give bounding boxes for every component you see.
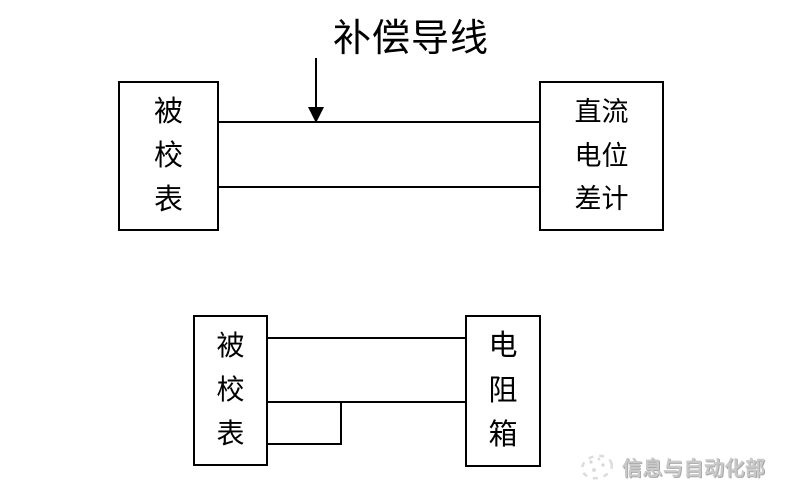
box-label-line: 校 [216, 374, 245, 406]
wire-top-lower [217, 186, 541, 188]
box-dc-potentiometer: 直流 电位 差计 [539, 81, 664, 231]
compensation-wire-label: 补偿导线 [333, 18, 490, 60]
box-label-line: 直流 [574, 97, 629, 128]
down-arrow-head-icon [308, 107, 324, 123]
watermark-logo-icon [580, 454, 614, 480]
watermark-text: 信息与自动化部 [622, 457, 766, 480]
box-label-line: 电位 [574, 140, 629, 171]
wire-top-upper [217, 121, 541, 123]
box-label-line: 被 [153, 95, 183, 128]
wire-bottom-upper [266, 337, 467, 339]
box-meter-under-test-bottom: 被 校 表 [193, 315, 268, 466]
box-meter-under-test-top: 被 校 表 [118, 81, 219, 231]
wire-bottom-stub-vertical [340, 401, 342, 445]
box-label-line: 箱 [488, 419, 518, 452]
wire-bottom-stub-horizontal [266, 443, 342, 445]
box-label-line: 被 [216, 330, 245, 362]
box-label-line: 阻 [488, 374, 518, 407]
down-arrow-icon [315, 58, 317, 109]
watermark: 信息与自动化部 [578, 450, 766, 482]
box-label-line: 表 [216, 418, 245, 450]
box-resistance-box: 电 阻 箱 [465, 315, 541, 467]
box-label-line: 电 [488, 330, 518, 363]
box-label-line: 差计 [574, 184, 629, 215]
box-label-line: 表 [153, 183, 183, 216]
wire-bottom-middle [266, 401, 467, 403]
box-label-line: 校 [153, 139, 183, 172]
